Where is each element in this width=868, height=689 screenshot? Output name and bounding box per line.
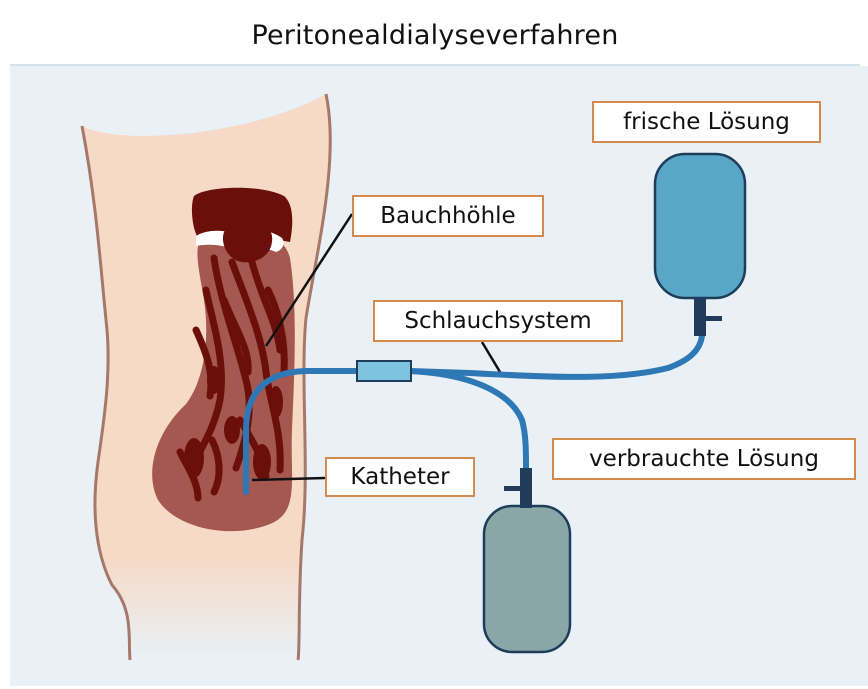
tube-to-used-bag xyxy=(410,371,526,468)
label-fresh-solution: frische Lösung xyxy=(592,101,821,143)
tube-to-fresh-bag xyxy=(410,336,702,377)
used-solution-bag xyxy=(484,468,570,652)
label-tube-system: Schlauchsystem xyxy=(373,300,623,342)
leader-line-schlauchsystem xyxy=(482,342,500,372)
tube-connector xyxy=(357,361,411,381)
fresh-solution-bag xyxy=(655,154,745,336)
label-used-solution: verbrauchte Lösung xyxy=(552,438,856,480)
label-catheter: Katheter xyxy=(325,457,475,497)
label-abdominal-cavity: Bauchhöhle xyxy=(352,195,544,237)
